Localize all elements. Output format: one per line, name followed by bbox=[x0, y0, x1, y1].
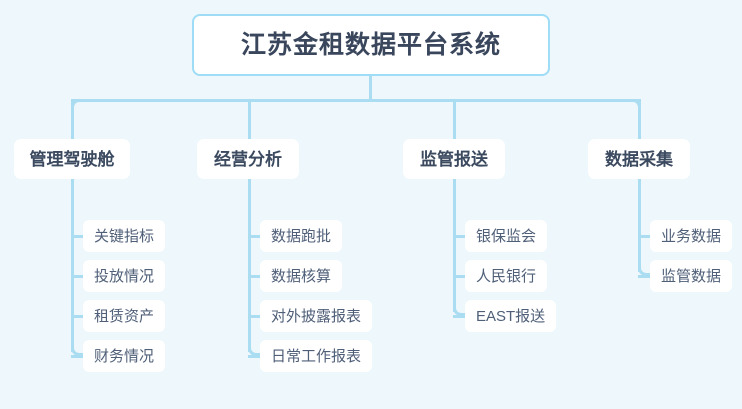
leaf-node-2-1[interactable]: 数据跑批 bbox=[260, 220, 343, 252]
connector-branch-drop-4 bbox=[638, 99, 641, 139]
connector-stub-2-4 bbox=[248, 355, 262, 358]
leaf-node-2-3-label: 对外披露报表 bbox=[271, 307, 362, 325]
connector-stub-4-1 bbox=[638, 235, 652, 238]
leaf-node-2-4-label: 日常工作报表 bbox=[271, 347, 362, 365]
leaf-node-2-2-label: 数据核算 bbox=[271, 267, 332, 285]
connector-root-drop bbox=[369, 76, 372, 101]
leaf-node-3-2[interactable]: 人民银行 bbox=[465, 260, 548, 292]
branch-node-2-label: 经营分析 bbox=[214, 149, 282, 169]
leaf-node-4-2-label: 监管数据 bbox=[661, 267, 722, 285]
leaf-node-1-4[interactable]: 财务情况 bbox=[83, 340, 166, 372]
connector-stub-1-2 bbox=[71, 275, 85, 278]
leaf-node-2-1-label: 数据跑批 bbox=[271, 227, 332, 245]
connector-stub-3-1 bbox=[453, 235, 467, 238]
root-node-label: 江苏金租数据平台系统 bbox=[240, 30, 501, 59]
leaf-node-1-2-label: 投放情况 bbox=[94, 267, 155, 285]
leaf-node-2-4[interactable]: 日常工作报表 bbox=[260, 340, 373, 372]
branch-node-1[interactable]: 管理驾驶舱 bbox=[14, 139, 130, 179]
connector-stub-4-2 bbox=[638, 275, 652, 278]
connector-spine-2 bbox=[248, 179, 251, 352]
branch-node-3-label: 监管报送 bbox=[420, 149, 488, 169]
leaf-node-3-1-label: 银保监会 bbox=[476, 227, 537, 245]
connector-spine-1 bbox=[71, 179, 74, 352]
connector-stub-1-4 bbox=[71, 355, 85, 358]
branch-node-4[interactable]: 数据采集 bbox=[588, 139, 690, 179]
leaf-node-4-1[interactable]: 业务数据 bbox=[650, 220, 733, 252]
connector-stub-2-3 bbox=[248, 315, 262, 318]
leaf-node-1-1-label: 关键指标 bbox=[94, 227, 155, 245]
branch-node-4-label: 数据采集 bbox=[605, 149, 673, 169]
leaf-node-2-3[interactable]: 对外披露报表 bbox=[260, 300, 373, 332]
leaf-node-3-3[interactable]: EAST报送 bbox=[465, 300, 557, 332]
leaf-node-4-2[interactable]: 监管数据 bbox=[650, 260, 733, 292]
connector-spine-4 bbox=[638, 179, 641, 272]
connector-stub-2-1 bbox=[248, 235, 262, 238]
connector-stub-3-3 bbox=[453, 315, 467, 318]
leaf-node-1-2[interactable]: 投放情况 bbox=[83, 260, 166, 292]
connector-branch-drop-1 bbox=[71, 99, 74, 139]
branch-node-3[interactable]: 监管报送 bbox=[403, 139, 505, 179]
leaf-node-4-1-label: 业务数据 bbox=[661, 227, 722, 245]
branch-node-2[interactable]: 经营分析 bbox=[197, 139, 299, 179]
leaf-node-1-4-label: 财务情况 bbox=[94, 347, 155, 365]
connector-stub-2-2 bbox=[248, 275, 262, 278]
connector-spine-3-elbow bbox=[453, 304, 465, 316]
connector-branch-drop-3 bbox=[453, 99, 456, 139]
leaf-node-3-3-label: EAST报送 bbox=[476, 307, 546, 325]
connector-horizontal-bus bbox=[71, 99, 641, 102]
connector-spine-2-elbow bbox=[248, 344, 260, 356]
leaf-node-2-2[interactable]: 数据核算 bbox=[260, 260, 343, 292]
connector-spine-3 bbox=[453, 179, 456, 312]
leaf-node-3-2-label: 人民银行 bbox=[476, 267, 537, 285]
connector-stub-1-1 bbox=[71, 235, 85, 238]
leaf-node-3-1[interactable]: 银保监会 bbox=[465, 220, 548, 252]
leaf-node-1-1[interactable]: 关键指标 bbox=[83, 220, 166, 252]
leaf-node-1-3[interactable]: 租赁资产 bbox=[83, 300, 166, 332]
connector-stub-1-3 bbox=[71, 315, 85, 318]
root-node[interactable]: 江苏金租数据平台系统 bbox=[192, 14, 550, 76]
branch-node-1-label: 管理驾驶舱 bbox=[29, 149, 115, 169]
connector-branch-drop-2 bbox=[248, 99, 251, 139]
connector-spine-1-elbow bbox=[71, 344, 83, 356]
connector-spine-4-elbow bbox=[638, 264, 650, 276]
leaf-node-1-3-label: 租赁资产 bbox=[94, 307, 155, 325]
connector-stub-3-2 bbox=[453, 275, 467, 278]
